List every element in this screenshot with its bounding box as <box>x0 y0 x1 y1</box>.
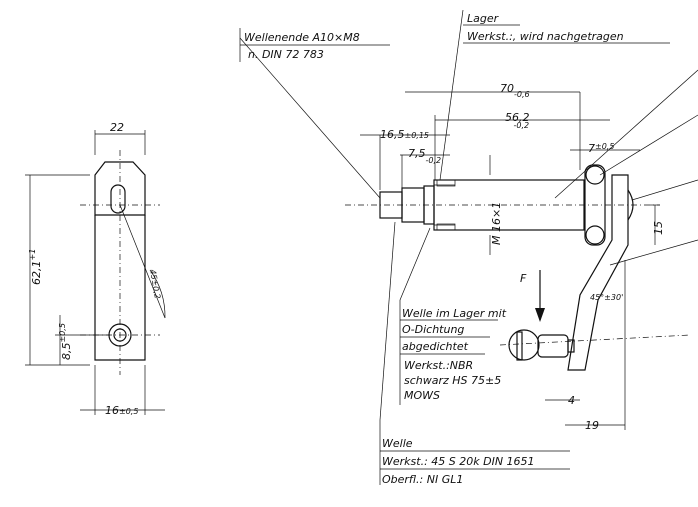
bearing-material: Werkst.:, wird nachgetragen <box>467 30 624 43</box>
seal-note-line-2: O-Dichtung <box>402 323 464 336</box>
dim-angle: 45±0,2 <box>148 269 162 300</box>
side-view: 22 62,1+1 8,5±0,5 45±0,2 16±0,5 <box>25 121 166 417</box>
nut <box>584 164 606 246</box>
shaft-note-line-1: Welle <box>382 437 413 450</box>
lever <box>567 174 629 371</box>
bearing-title: Lager <box>467 12 500 25</box>
dim-offset: 8,5±0,5 <box>58 323 73 360</box>
seal-note-line-6: MOWS <box>404 389 440 402</box>
dim-bottom: 16±0,5 <box>105 404 138 417</box>
bearing-body <box>433 179 585 231</box>
dim-15: 15 <box>652 221 665 235</box>
angle-label: 45°±30' <box>590 293 623 302</box>
force-label: F <box>520 272 527 285</box>
dim-7: 7±0,5 <box>588 142 614 155</box>
dim-19: 19 <box>585 419 599 432</box>
ball-knob <box>508 329 540 361</box>
shaft-note-line-3: Oberfl.: NI GL1 <box>382 473 463 486</box>
dim-56: 56,2-0,2 <box>505 111 530 130</box>
dim-width: 22 <box>110 121 124 134</box>
shaft-end-label: Wellenende A10×M8 <box>244 31 360 44</box>
dim-70: 70-0,6 <box>500 82 530 99</box>
thread-label: M 16×1 <box>490 202 503 245</box>
shaft-end-std: n. DIN 72 783 <box>248 48 324 61</box>
dim-16-5: 16,5±0,15 <box>380 128 429 141</box>
shaft-note-line-2: Werkst.: 45 S 20k DIN 1651 <box>382 455 535 468</box>
dim-4: 4 <box>568 394 575 407</box>
dim-height: 62,1+1 <box>28 249 43 285</box>
lever-arm <box>94 215 146 361</box>
seal-note-line-4: Werkst.:NBR <box>404 359 473 372</box>
slot <box>110 184 126 214</box>
dim-7-5: 7,5-0,2 <box>408 147 441 165</box>
main-view: F 45°±30' 70-0,6 56,2-0,2 16,5±0,15 7,5-… <box>239 9 698 486</box>
seal-note-line-1: Welle im Lager mit <box>402 307 507 320</box>
seal-note-line-5: schwarz HS 75±5 <box>404 374 501 387</box>
seal-note-line-3: abgedichtet <box>402 340 469 353</box>
